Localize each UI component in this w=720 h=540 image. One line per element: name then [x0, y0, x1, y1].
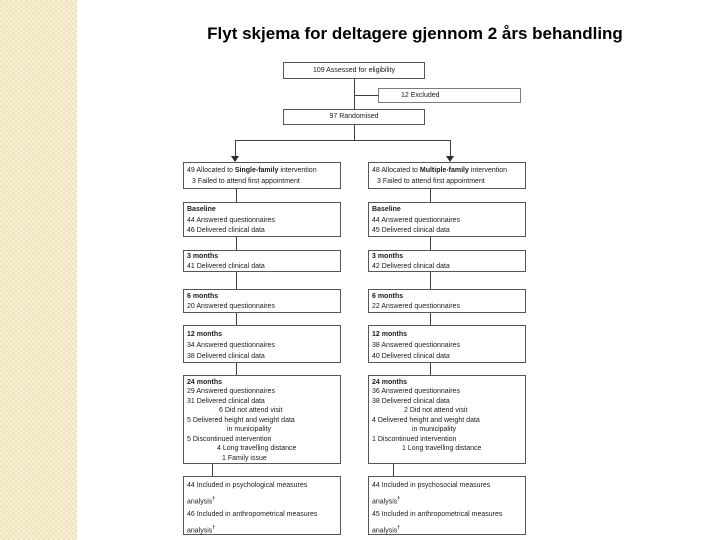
- connector-split-right: [450, 140, 451, 157]
- connector-excluded-branch: [354, 95, 378, 96]
- months6-box-right: 6 months 22 Answered questionnaires: [368, 289, 526, 313]
- box-line: 4 Delivered height and weight data: [372, 416, 480, 424]
- box-heading: Baseline: [187, 206, 216, 213]
- box-heading: 6 months: [187, 293, 219, 300]
- box-line: analysis†: [187, 524, 216, 535]
- arrow-down-icon: [231, 156, 239, 162]
- box-line: in municipality: [412, 426, 456, 433]
- months12-box-left: 12 months 34 Answered questionnaires 38 …: [183, 325, 341, 363]
- arrow-down-icon: [446, 156, 454, 162]
- box-line: in municipality: [227, 426, 271, 433]
- baseline-box-left: Baseline 44 Answered questionnaires 46 D…: [183, 202, 341, 237]
- connector-assessed-randomised: [354, 79, 355, 109]
- box-heading: 3 months: [372, 253, 404, 260]
- dagger-icon: †: [212, 495, 216, 502]
- allocation-line: 49 Allocated to Single-family interventi…: [187, 167, 317, 174]
- allocation-line: 48 Allocated to Multiple-family interven…: [372, 167, 508, 174]
- connector: [236, 237, 237, 250]
- box-line: 34 Answered questionnaires: [187, 341, 275, 349]
- connector: [236, 313, 237, 325]
- months12-box-right: 12 months 38 Answered questionnaires 40 …: [368, 325, 526, 363]
- box-line: 4 Long travelling distance: [217, 445, 297, 452]
- box-line: 1 Long travelling distance: [402, 445, 482, 452]
- box-line: 22 Answered questionnaires: [372, 303, 460, 310]
- box-line: 38 Delivered clinical data: [187, 352, 265, 360]
- box-heading: 24 months: [187, 378, 223, 386]
- box-line: 40 Delivered clinical data: [372, 352, 450, 360]
- box-line: 38 Answered questionnaires: [372, 341, 460, 349]
- box-line: 44 Included in psychosocial measures: [372, 482, 491, 489]
- allocation-box-multiple-family: 48 Allocated to Multiple-family interven…: [368, 162, 526, 189]
- decorative-side-strip: [0, 0, 77, 540]
- connector: [236, 363, 237, 375]
- box-heading: 3 months: [187, 253, 219, 260]
- box-heading: 12 months: [372, 330, 408, 338]
- allocation-note: 3 Failed to attend first appointment: [192, 178, 300, 185]
- box-line: 46 Delivered clinical data: [187, 227, 265, 234]
- months24-box-left: 24 months 29 Answered questionnaires 31 …: [183, 375, 341, 464]
- assessed-box: 109 Assessed for eligibility: [283, 62, 425, 79]
- assessed-label: 109 Assessed for eligibility: [312, 67, 396, 74]
- slide-title: Flyt skjema for deltagere gjennom 2 års …: [207, 24, 623, 43]
- box-line: 45 Included in anthropometrical measures: [372, 511, 503, 519]
- final-analysis-box-right: 44 Included in psychosocial measures ana…: [368, 476, 526, 535]
- connector: [212, 464, 213, 476]
- box-line: 44 Answered questionnaires: [187, 216, 275, 224]
- dagger-icon: †: [397, 495, 401, 502]
- connector: [430, 237, 431, 250]
- connector-split-left: [235, 140, 236, 157]
- connector: [430, 363, 431, 375]
- connector: [236, 189, 237, 202]
- box-line: 20 Answered questionnaires: [187, 303, 275, 310]
- box-line: 31 Delivered clinical data: [187, 397, 265, 405]
- months3-box-right: 3 months 42 Delivered clinical data: [368, 250, 526, 272]
- box-line: 45 Delivered clinical data: [372, 227, 450, 234]
- connector-split-horizontal: [235, 140, 451, 141]
- dagger-icon: †: [397, 524, 401, 531]
- final-analysis-box-left: 44 Included in psychological measures an…: [183, 476, 341, 535]
- box-line: 1 Family issue: [222, 454, 267, 462]
- box-heading: 6 months: [372, 293, 404, 300]
- connector: [236, 272, 237, 289]
- box-heading: 24 months: [372, 378, 408, 386]
- box-line: 5 Discontinued intervention: [187, 435, 272, 443]
- box-line: 44 Included in psychological measures: [187, 482, 308, 489]
- box-line: 29 Answered questionnaires: [187, 388, 275, 395]
- box-line: 5 Delivered height and weight data: [187, 416, 295, 424]
- box-line: 2 Did not attend visit: [404, 407, 468, 414]
- excluded-label: 12 Excluded: [401, 92, 440, 99]
- allocation-note: 3 Failed to attend first appointment: [377, 178, 485, 185]
- randomised-box: 97 Randomised: [283, 109, 425, 125]
- connector: [430, 313, 431, 325]
- box-line: 46 Included in anthropometrical measures: [187, 511, 318, 519]
- baseline-box-right: Baseline 44 Answered questionnaires 45 D…: [368, 202, 526, 237]
- box-line: analysis†: [372, 495, 401, 505]
- box-heading: Baseline: [372, 206, 401, 213]
- box-line: 1 Discontinued intervention: [372, 435, 457, 443]
- box-line: analysis†: [372, 524, 401, 535]
- connector: [430, 189, 431, 202]
- months24-box-right: 24 months 36 Answered questionnaires 38 …: [368, 375, 526, 464]
- allocation-box-single-family: 49 Allocated to Single-family interventi…: [183, 162, 341, 189]
- months3-box-left: 3 months 41 Delivered clinical data: [183, 250, 341, 272]
- months6-box-left: 6 months 20 Answered questionnaires: [183, 289, 341, 313]
- box-heading: 12 months: [187, 330, 223, 338]
- dagger-icon: †: [212, 524, 216, 531]
- box-line: 38 Delivered clinical data: [372, 397, 450, 405]
- connector-randomised-split: [354, 125, 355, 141]
- box-line: 6 Did not attend visit: [219, 407, 283, 414]
- connector: [393, 464, 394, 476]
- box-line: 36 Answered questionnaires: [372, 388, 460, 395]
- box-line: 44 Answered questionnaires: [372, 216, 460, 224]
- excluded-box: 12 Excluded: [378, 88, 521, 103]
- box-line: analysis†: [187, 495, 216, 505]
- box-line: 42 Delivered clinical data: [372, 262, 450, 270]
- box-line: 41 Delivered clinical data: [187, 262, 265, 270]
- connector: [430, 272, 431, 289]
- randomised-label: 97 Randomised: [329, 113, 379, 120]
